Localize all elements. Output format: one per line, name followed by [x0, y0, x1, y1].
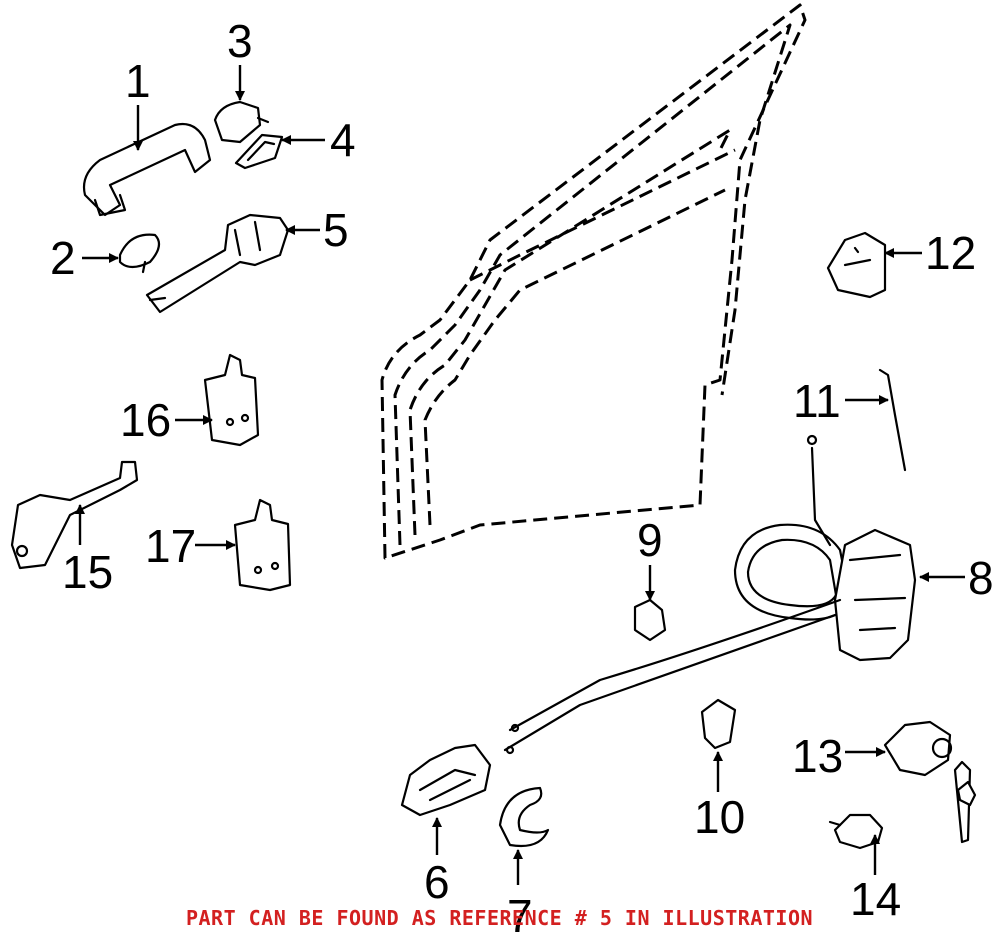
- callout-8: 8: [968, 552, 994, 604]
- lower-hinge: [233, 498, 292, 592]
- callout-3: 3: [227, 15, 253, 67]
- callout-1: 1: [125, 55, 151, 107]
- inside-door-handle: [400, 743, 492, 817]
- callout-11: 11: [793, 375, 841, 427]
- door-outline: [380, 3, 807, 560]
- cap-gasket: [234, 133, 284, 170]
- lock-cylinder: [883, 720, 977, 844]
- latch-cables: [503, 434, 842, 755]
- reference-note: PART CAN BE FOUND AS REFERENCE # 5 IN IL…: [185, 906, 814, 930]
- cable-clip-9: [633, 598, 667, 642]
- door-latch-assembly: [733, 523, 917, 662]
- callout-10: 10: [694, 791, 745, 843]
- callout-15: 15: [62, 546, 113, 598]
- handle-escutcheon: [498, 786, 550, 848]
- callout-leaders: [75, 65, 965, 885]
- handle-cap: [213, 100, 270, 144]
- callout-2: 2: [50, 232, 76, 284]
- door-striker: [826, 231, 887, 299]
- handle-gasket: [118, 233, 161, 274]
- callout-4: 4: [330, 114, 356, 166]
- callout-labels: 1 2 3 4 5 6 7 8 9 10 11 12 13 14 15 16 1…: [50, 15, 994, 938]
- lock-rod: [878, 368, 907, 472]
- callout-17: 17: [145, 520, 196, 572]
- callout-6: 6: [424, 856, 450, 908]
- callout-5: 5: [323, 204, 349, 256]
- callout-7: 7: [507, 890, 533, 938]
- cable-clip-10: [700, 698, 737, 750]
- callout-13: 13: [792, 730, 843, 782]
- callout-16: 16: [120, 394, 171, 446]
- callout-12: 12: [925, 227, 976, 279]
- callout-14: 14: [850, 873, 901, 925]
- door-check: [10, 460, 139, 570]
- callout-9: 9: [637, 514, 663, 566]
- upper-hinge: [203, 353, 260, 447]
- handle-bracket: [145, 213, 290, 314]
- outside-door-handle: [82, 122, 212, 217]
